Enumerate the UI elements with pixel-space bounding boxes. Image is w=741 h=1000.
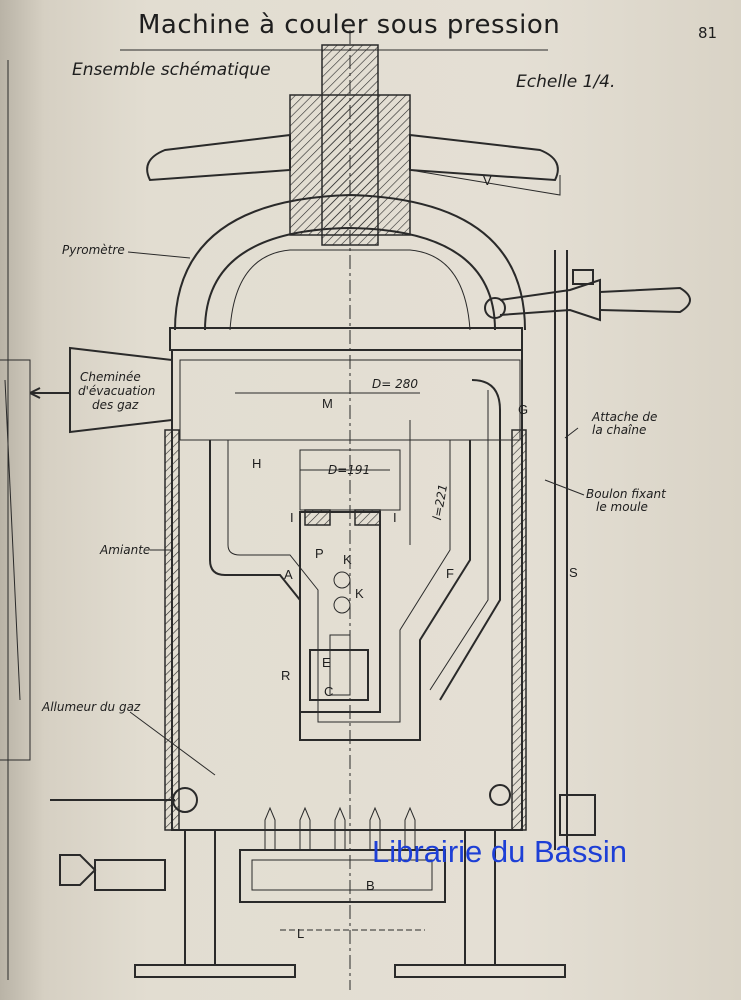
handwheel-arms (146, 133, 561, 196)
label-cheminee-3: des gaz (92, 398, 139, 412)
drawing-scale: Echelle 1/4. (516, 72, 616, 92)
letter-G: G (518, 402, 529, 417)
label-cheminee-2: d'évacuation (78, 384, 156, 398)
letter-K1: K (343, 552, 352, 567)
letter-I-left: I (290, 510, 294, 525)
letter-H: H (252, 456, 262, 471)
leader-lines (127, 251, 585, 776)
letter-S: S (569, 565, 578, 580)
label-pyrometre: Pyromètre (62, 243, 125, 257)
letter-R: R (281, 668, 291, 683)
letter-P: P (315, 546, 324, 561)
letter-V: V (483, 173, 492, 188)
letter-B: B (366, 878, 375, 893)
letter-C: C (324, 684, 334, 699)
burner-assembly (50, 784, 566, 978)
label-cheminee-1: Cheminée (80, 370, 141, 384)
label-dim-d280: D= 280 (372, 377, 419, 391)
label-amiante: Amiante (100, 543, 151, 557)
label-attache-2: la chaîne (592, 423, 647, 437)
lever-rod (484, 250, 691, 850)
left-page-edge (0, 60, 31, 980)
letter-K2: K (355, 586, 364, 601)
page-number: 81 (698, 24, 718, 42)
label-dim-d191: D=191 (328, 463, 371, 477)
letter-A: A (284, 567, 293, 582)
letter-M: M (322, 396, 333, 411)
label-allumeur: Allumeur du gaz (42, 700, 141, 714)
letter-L: L (297, 926, 305, 941)
label-attache-1: Attache de (592, 410, 658, 424)
drawing-subtitle: Ensemble schématique (72, 60, 271, 80)
label-boulon-1: Boulon fixant (586, 487, 666, 501)
drawing-title: Machine à couler sous pression (138, 10, 561, 40)
watermark-text: Librairie du Bassin (372, 834, 628, 869)
letter-F: F (446, 566, 454, 581)
label-boulon-2: le moule (596, 500, 648, 514)
letter-E: E (322, 655, 331, 670)
chimney (29, 346, 173, 434)
furnace-body (164, 349, 527, 831)
letter-I-right: I (393, 510, 397, 525)
